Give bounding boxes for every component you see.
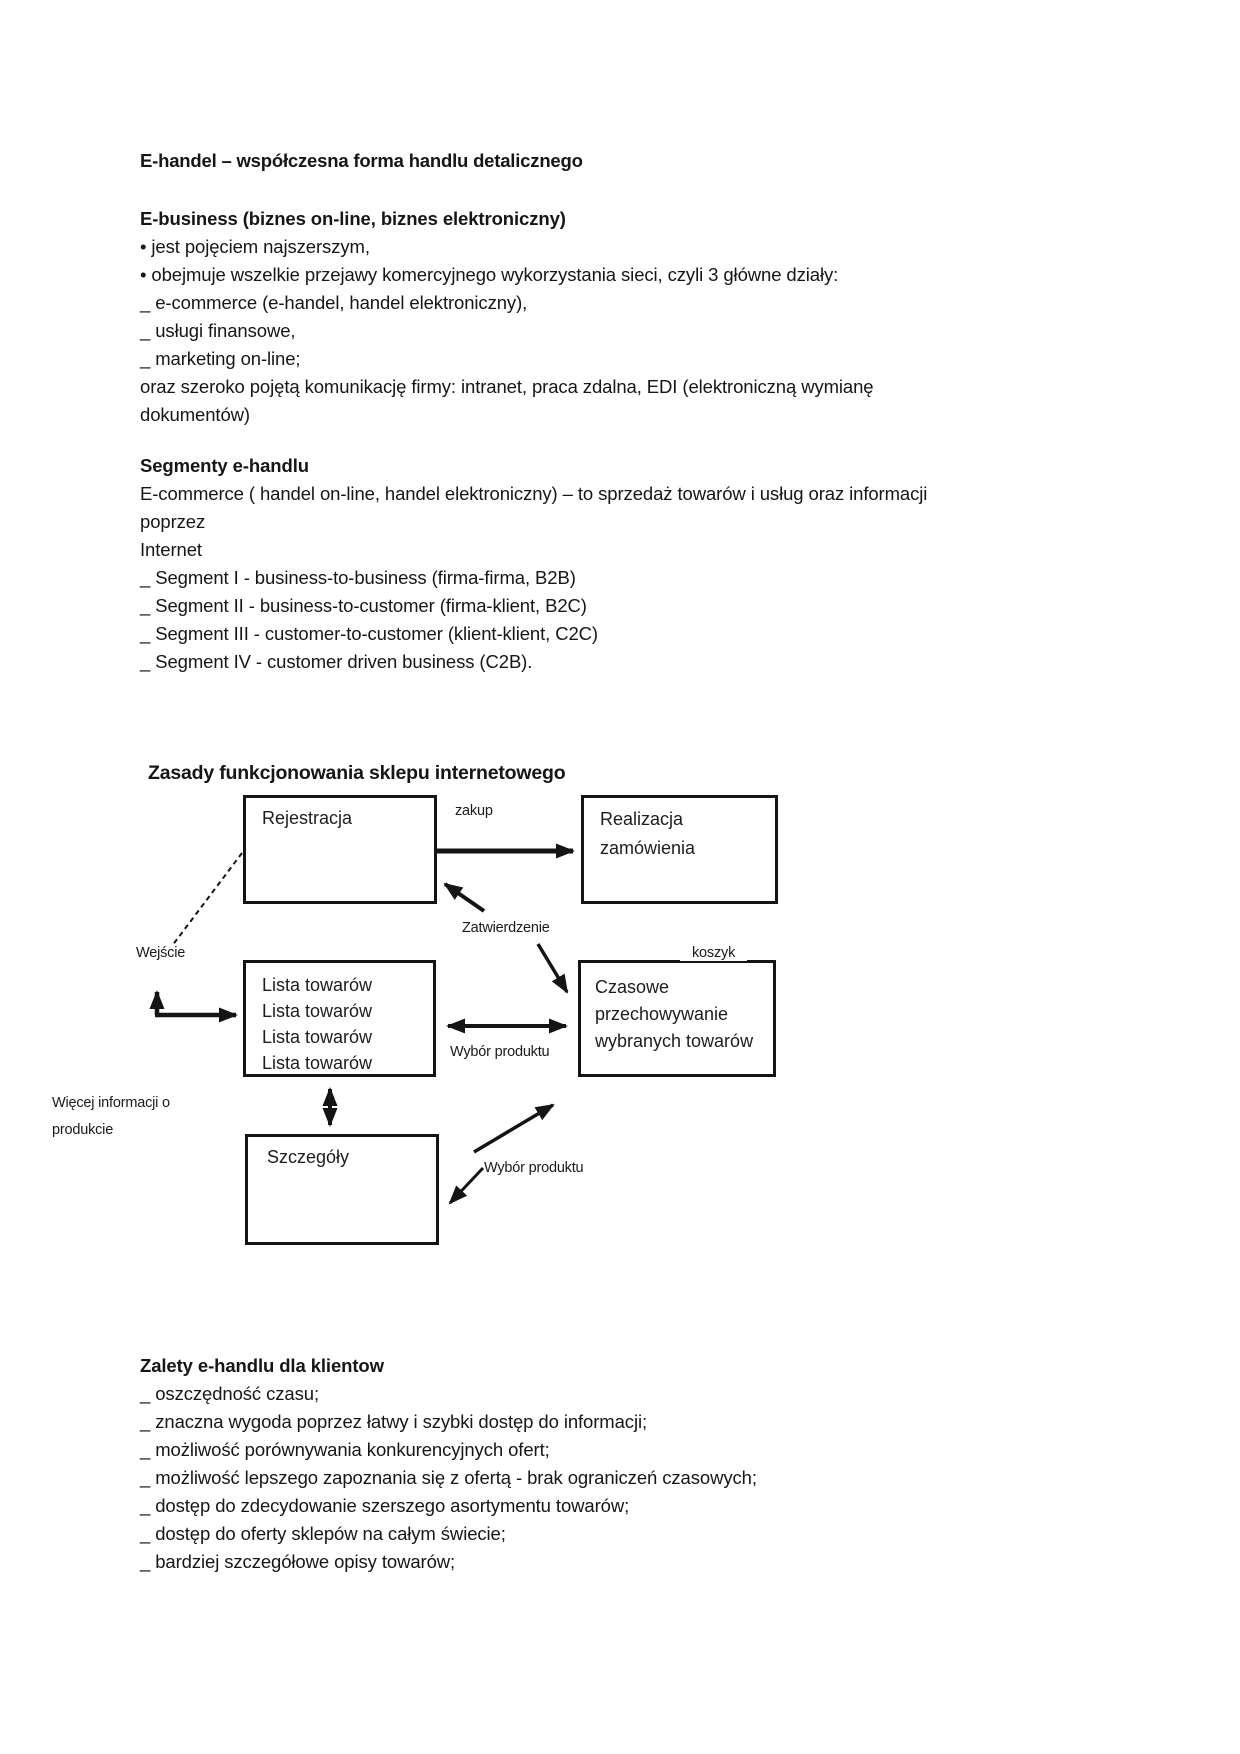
section-zalety: Zalety e-handlu dla klientow _ oszczędno… bbox=[140, 1352, 757, 1576]
text-line: _ e-commerce (e-handel, handel elektroni… bbox=[140, 292, 528, 313]
diagram-box-realizacja-zamowienia: Realizacja zamówienia bbox=[581, 795, 778, 904]
label-wiecej-line2: produkcie bbox=[52, 1122, 114, 1138]
box-label: wybranych towarów bbox=[595, 1031, 754, 1051]
label-wiecej-informacji: Więcej informacji o produkcie bbox=[52, 1090, 202, 1144]
text-line: E-commerce ( handel on-line, handel elek… bbox=[140, 483, 928, 504]
arrow-szczegoly-to-czasowe bbox=[473, 1103, 555, 1154]
diagram-title: Zasady funkcjonowania sklepu internetowe… bbox=[148, 762, 566, 784]
diagram-box-lista-towarow: Lista towarów Lista towarów Lista towaró… bbox=[243, 960, 436, 1077]
box-label: Rejestracja bbox=[262, 808, 353, 828]
text-line: _ bardziej szczegółowe opisy towarów; bbox=[140, 1551, 456, 1572]
text-line: _ możliwość porównywania konkurencyjnych… bbox=[140, 1439, 550, 1460]
label-zakup: zakup bbox=[455, 803, 493, 819]
box-label: Lista towarów bbox=[262, 1027, 373, 1047]
text-line: _ marketing on-line; bbox=[140, 348, 301, 369]
label-zatwierdzenie: Zatwierdzenie bbox=[462, 920, 550, 936]
text-line: _ Segment IV - customer driven business … bbox=[140, 651, 533, 672]
text-line: oraz szeroko pojętą komunikację firmy: i… bbox=[140, 376, 874, 397]
text-line: _ Segment III - customer-to-customer (kl… bbox=[140, 623, 598, 644]
text-line: _ dostęp do zdecydowanie szerszego asort… bbox=[140, 1495, 630, 1516]
text-line: _ Segment II - business-to-customer (fir… bbox=[140, 595, 587, 616]
arrow-koszyk-into-czasowe bbox=[536, 943, 569, 994]
section-ebusiness: E-business (biznes on-line, biznes elekt… bbox=[140, 205, 874, 429]
text-line: _ oszczędność czasu; bbox=[140, 1383, 319, 1404]
box-label: Lista towarów bbox=[262, 1001, 373, 1021]
line-wejscie-dashed bbox=[171, 852, 243, 947]
box-label: Realizacja bbox=[600, 809, 684, 829]
text-line: • jest pojęciem najszerszym, bbox=[140, 236, 370, 257]
arrow-zatwierdzenie bbox=[443, 882, 486, 913]
text-line: _ dostęp do oferty sklepów na całym świe… bbox=[140, 1523, 506, 1544]
text-line: _ znaczna wygoda poprzez łatwy i szybki … bbox=[140, 1411, 648, 1432]
text-line: Internet bbox=[140, 539, 202, 560]
label-wiecej-line1: Więcej informacji o bbox=[52, 1095, 170, 1111]
label-wejscie: Wejście bbox=[136, 945, 186, 961]
section-segmenty: Segmenty e-handlu E-commerce ( handel on… bbox=[140, 452, 927, 676]
arrow-wybor-into-szczegoly bbox=[448, 1166, 485, 1205]
box-label: Czasowe bbox=[595, 977, 670, 997]
diagram-box-rejestracja: Rejestracja bbox=[243, 795, 437, 904]
text-line: dokumentów) bbox=[140, 404, 250, 425]
section-heading: Zalety e-handlu dla klientow bbox=[140, 1355, 384, 1376]
diagram-box-czasowe-przechowywanie: Czasowe przechowywanie wybranych towarów bbox=[578, 960, 776, 1077]
box-label: Szczegóły bbox=[267, 1147, 350, 1167]
box-label: Lista towarów bbox=[262, 1053, 373, 1073]
diagram-box-szczegoly: Szczegóły bbox=[245, 1134, 439, 1245]
label-wybor-produktu-top: Wybór produktu bbox=[450, 1044, 550, 1060]
box-label: zamówienia bbox=[600, 838, 696, 858]
label-koszyk: koszyk bbox=[680, 945, 748, 961]
box-label: przechowywanie bbox=[595, 1004, 729, 1024]
page-title: E-handel – współczesna forma handlu deta… bbox=[140, 150, 583, 171]
box-label: Lista towarów bbox=[262, 975, 373, 995]
text-line: _ możliwość lepszego zapoznania się z of… bbox=[140, 1467, 757, 1488]
label-wybor-produktu-bottom: Wybór produktu bbox=[484, 1160, 584, 1176]
text-line: poprzez bbox=[140, 511, 206, 532]
text-line: _ Segment I - business-to-business (firm… bbox=[140, 567, 576, 588]
section-heading: Segmenty e-handlu bbox=[140, 455, 309, 476]
section-heading: E-business (biznes on-line, biznes elekt… bbox=[140, 208, 566, 229]
text-line: • obejmuje wszelkie przejawy komercyjneg… bbox=[140, 264, 839, 285]
text-line: _ usługi finansowe, bbox=[140, 320, 296, 341]
